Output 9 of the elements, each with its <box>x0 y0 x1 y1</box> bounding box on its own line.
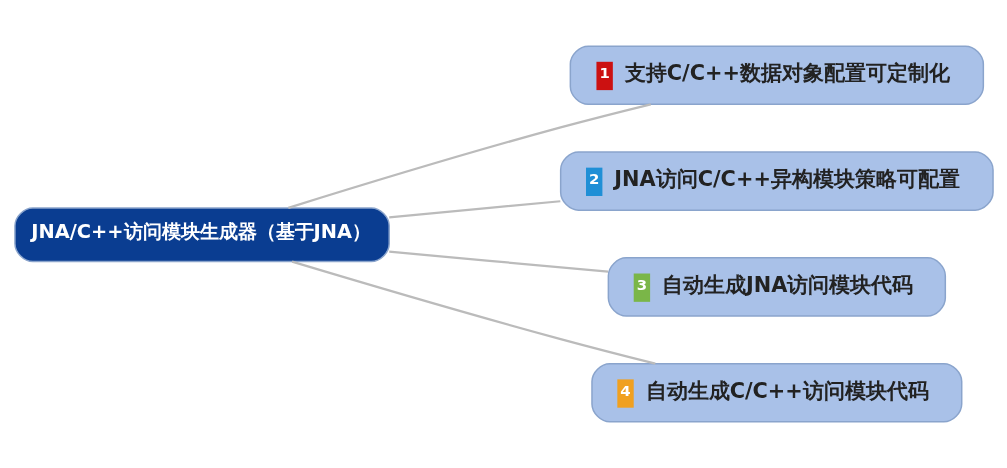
node-box: 1 支持C/C++数据对象配置可定制化 <box>569 45 984 106</box>
connector <box>291 260 656 365</box>
node-box: 3 自动生成JNA访问模块代码 <box>607 257 946 317</box>
node-box: JNA/C++访问模块生成器（基于JNA） <box>13 207 390 263</box>
connector <box>388 250 608 273</box>
node-box: 2 JNA访问C/C++异构模块策略可配置 <box>559 151 994 211</box>
connector <box>388 200 560 219</box>
node-box: 4 自动生成C/C++访问模块代码 <box>590 362 962 423</box>
connector <box>287 103 651 209</box>
